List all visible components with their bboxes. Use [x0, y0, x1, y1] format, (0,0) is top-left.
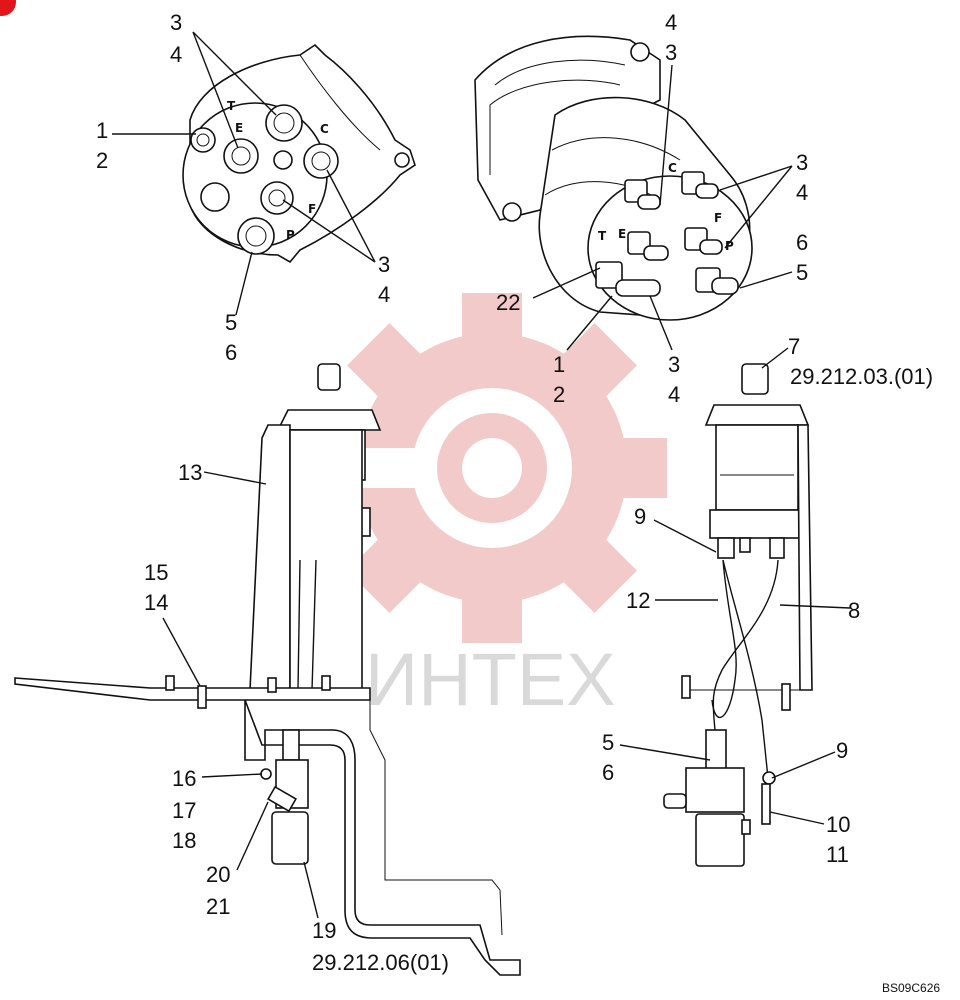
callout-tr-3c: 3 — [668, 352, 680, 377]
port-letter-e-left: E — [235, 121, 243, 135]
callout-tl-1: 1 — [96, 118, 108, 143]
callout-tr-6: 6 — [796, 230, 808, 255]
callout-bl-21: 21 — [206, 894, 230, 919]
callout-tl-5: 5 — [225, 310, 237, 335]
callout-br-11: 11 — [826, 842, 849, 867]
leader-lines-top-left — [112, 31, 376, 316]
callout-br-12: 12 — [626, 588, 650, 613]
callout-tr-4c: 4 — [668, 382, 680, 407]
callout-br-5: 5 — [602, 730, 614, 755]
callout-bl-14: 14 — [144, 590, 168, 615]
callout-tr-3: 3 — [665, 40, 677, 65]
callout-br-9: 9 — [634, 504, 646, 529]
valve-face-view-left: T E C F P — [182, 43, 416, 264]
callout-br-7: 7 — [788, 334, 800, 359]
drawing-code: BS09C626 — [882, 981, 940, 995]
port-letter-c-right: C — [668, 161, 677, 175]
leader-lines-top-right — [532, 64, 793, 351]
reference-br: 29.212.03.(01) — [790, 364, 933, 389]
leader-lines-bottom-left — [162, 471, 319, 919]
callout-br-6: 6 — [602, 760, 614, 785]
callout-tr-4: 4 — [665, 10, 677, 35]
watermark-text: ИНТЕХ — [365, 638, 616, 721]
callout-tr-5: 5 — [796, 260, 808, 285]
callout-br-9b: 9 — [836, 738, 848, 763]
leader-lines-bottom-right — [619, 347, 851, 825]
callout-tr-22: 22 — [496, 290, 520, 315]
callout-bl-15: 15 — [144, 560, 168, 585]
hose-assembly-right — [663, 363, 813, 867]
callout-tr-2: 2 — [553, 382, 565, 407]
port-letter-f-left: F — [308, 202, 316, 216]
port-letter-p-right: P — [725, 239, 734, 253]
callout-tl-6: 6 — [225, 340, 237, 365]
callout-bl-17: 17 — [172, 798, 196, 823]
callout-bl-18: 18 — [172, 828, 196, 853]
port-letter-c-left: C — [320, 122, 329, 136]
callout-tr-3b: 3 — [796, 150, 808, 175]
watermark-gear — [317, 293, 667, 643]
port-letter-f-right: F — [714, 211, 722, 225]
callout-tr-4b: 4 — [796, 180, 808, 205]
callout-tr-1: 1 — [553, 352, 565, 377]
callout-tl-3b: 3 — [378, 252, 390, 277]
callout-tl-4b: 4 — [378, 282, 390, 307]
port-letter-t-left: T — [227, 99, 236, 113]
reference-bl: 29.212.06(01) — [312, 950, 449, 975]
callout-br-8: 8 — [848, 598, 860, 623]
callout-br-10: 10 — [826, 812, 850, 837]
valve-isometric-view: C F P T E — [474, 35, 753, 321]
port-letter-e-right: E — [618, 227, 626, 241]
callout-bl-16: 16 — [172, 766, 196, 791]
corner-mark — [0, 0, 16, 16]
callout-bl-19: 19 — [312, 918, 336, 943]
port-letter-p-left: P — [286, 228, 295, 242]
callout-bl-20: 20 — [206, 862, 230, 887]
callout-bl-13: 13 — [178, 460, 202, 485]
port-letter-t-right: T — [598, 229, 607, 243]
callout-tl-2: 2 — [96, 148, 108, 173]
callout-tl-3: 3 — [170, 10, 182, 35]
callout-tl-4: 4 — [170, 42, 182, 67]
bracket-assembly-left — [14, 363, 521, 976]
